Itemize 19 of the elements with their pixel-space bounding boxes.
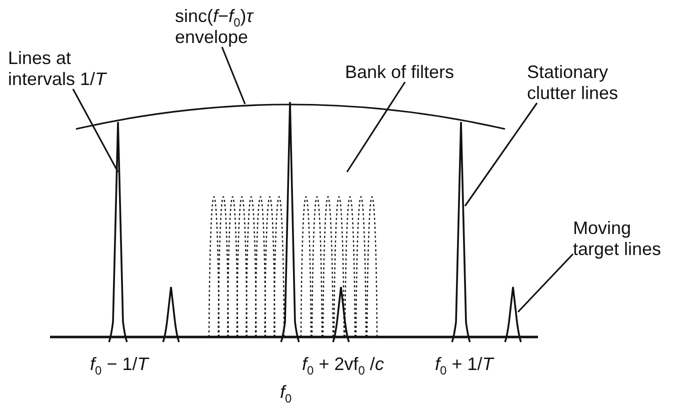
leader-line xyxy=(464,102,538,206)
leader-line xyxy=(221,46,246,104)
spectral-line xyxy=(451,121,471,342)
frequency-label: f$_{0}$ − 1/T xyxy=(90,354,148,375)
callout-text: sinc(f−f$_{0}$)τ envelope xyxy=(175,6,295,48)
leader-line xyxy=(72,88,119,172)
spectral-line xyxy=(108,121,128,342)
frequency-label: f$_{0}$ + 1/T xyxy=(435,354,494,375)
callout-text: Lines at intervals 1/T xyxy=(8,48,120,90)
frequency-label: f$_{0}$ + 2vf$_{0}$ /c xyxy=(302,354,384,375)
envelope-curve xyxy=(76,104,506,130)
callout-text: Moving target lines xyxy=(573,218,673,260)
target-peak xyxy=(504,286,522,342)
callout-text: Stationary clutter lines xyxy=(527,62,639,104)
leader-line xyxy=(517,253,574,313)
frequency-label: f$_{0}$ xyxy=(280,382,292,403)
filter-bank-drawing xyxy=(208,198,378,337)
callout-text: Bank of filters xyxy=(345,62,485,83)
leader-line xyxy=(346,82,406,172)
